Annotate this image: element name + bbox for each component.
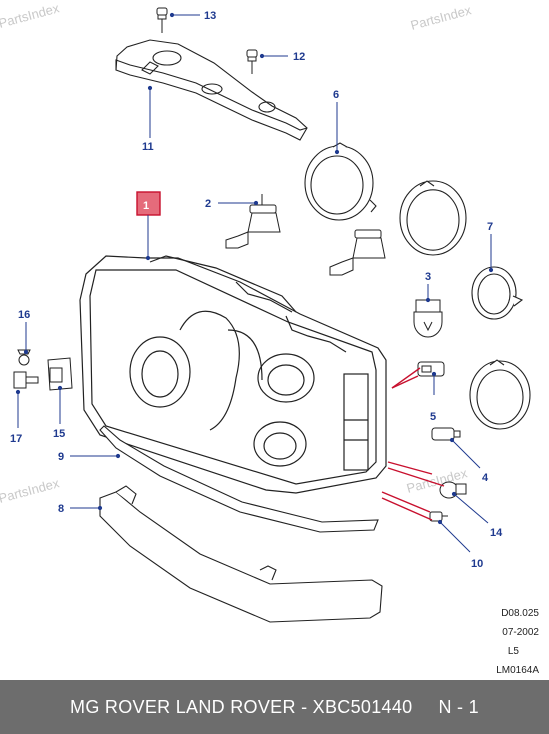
callout-6: 6 [333,89,339,101]
headlamp-assembly [79,255,387,494]
lower-trim-8 [99,485,383,623]
drawing-code: LM0164A [496,665,539,676]
callout-10: 10 [471,558,483,570]
bulb-cover-6 [304,142,377,221]
callout-11: 11 [142,141,154,153]
callout-3: 3 [425,271,431,283]
callout-leaders [15,12,494,553]
callout-17: 17 [10,433,22,445]
bulb-holder-4 [431,427,461,441]
footer-page: N - 1 [438,696,479,717]
callout-8: 8 [58,503,64,515]
bulb-holder-10 [429,511,448,522]
connection-lines [381,367,445,521]
callout-9: 9 [58,451,64,463]
callout-16: 16 [18,309,30,321]
headlamp-exploded-diagram: PartsIndex PartsIndex PartsIndex PartsIn… [0,0,531,623]
bulb-holder-5 [417,361,445,377]
screw-13 [156,7,168,33]
halogen-bulb-2 [225,194,281,249]
footer-bar: MG ROVER LAND ROVER - XBC501440 N - 1 [0,680,549,734]
bulb-3 [413,299,443,338]
mounting-bracket [115,39,308,141]
halogen-bulb-lower [329,229,386,276]
drawing-ref: D08.025 [501,608,539,619]
drawing-level: L5 [507,646,519,657]
callout-14: 14 [490,527,503,539]
watermark: PartsIndex [0,0,61,31]
callout-7: 7 [487,221,493,233]
footer-title: MG ROVER LAND ROVER - XBC501440 [70,696,413,717]
watermark: PartsIndex [0,475,61,506]
callout-4: 4 [482,472,489,484]
seal-strip-9 [99,425,379,533]
callout-12: 12 [293,51,305,63]
drawing-date: 07-2002 [502,627,539,638]
callout-13: 13 [204,10,216,22]
callout-5: 5 [430,411,436,423]
callout-2: 2 [205,198,211,210]
callout-15: 15 [53,428,65,440]
callout-1: 1 [143,200,149,212]
watermark: PartsIndex [409,2,473,33]
bulb-cover-lower [469,359,531,430]
bulb-cover-upper [399,180,467,256]
fasteners-16-17 [13,349,39,389]
screw-12 [246,49,258,74]
retaining-ring-7 [471,266,524,320]
clip-15 [47,357,73,391]
